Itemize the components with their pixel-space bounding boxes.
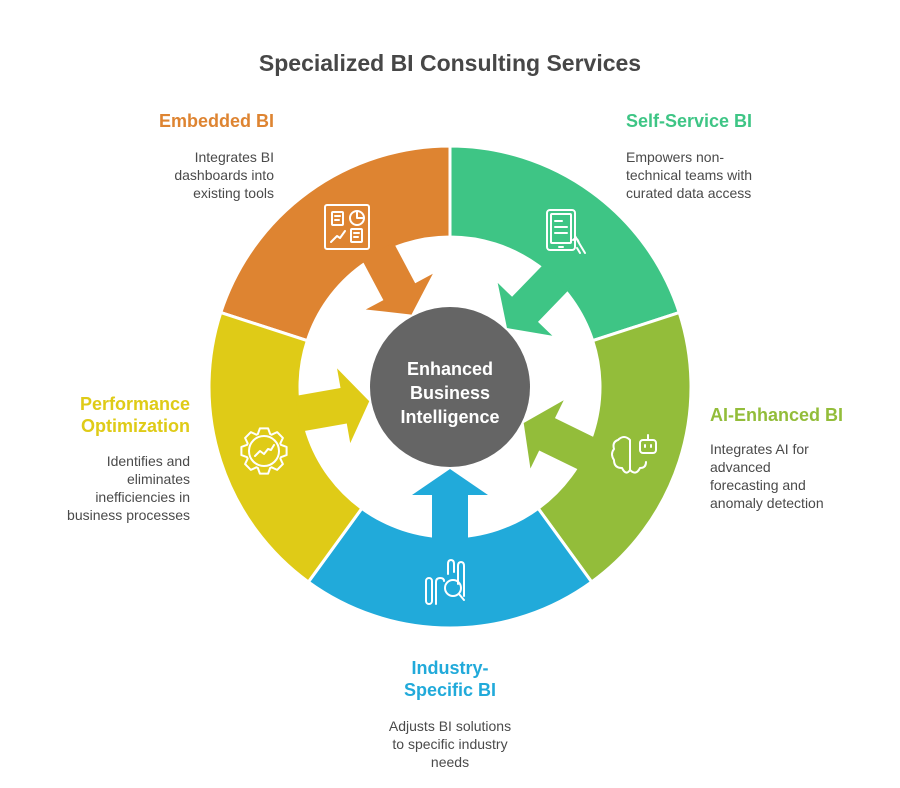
- desc-line: inefficiencies in: [95, 489, 190, 505]
- chart-magnifier-icon: [425, 559, 465, 605]
- desc-line: technical teams with: [626, 167, 753, 183]
- label-line: Optimization: [81, 416, 190, 436]
- gear-chart-icon: [240, 427, 288, 475]
- dashboard-icon: [324, 204, 370, 250]
- ring-segment: [218, 144, 452, 343]
- segment-label-ai-enhanced-bi: AI-Enhanced BI: [710, 405, 844, 425]
- tablet-hand-icon: [546, 209, 586, 254]
- desc-line: Adjusts BI solutions: [388, 718, 512, 734]
- segment-label-performance-optimization: Performance Optimization: [20, 393, 190, 437]
- segment-label-industry-specific-bi: Industry- Specific BI: [350, 657, 550, 701]
- desc-line: eliminates: [126, 471, 190, 487]
- ring-segment: [306, 506, 594, 630]
- arrow-performance-optimization: [295, 368, 370, 444]
- segment-label-embedded-bi: Embedded BI: [158, 111, 274, 131]
- center-line: Business: [409, 383, 491, 403]
- desc-line: business processes: [67, 507, 190, 523]
- label-line: Specific BI: [403, 680, 497, 700]
- desc-line: curated data access: [626, 185, 752, 201]
- diagram-title: Specialized BI Consulting Services: [258, 50, 642, 76]
- desc-line: Empowers non-: [626, 149, 725, 165]
- arrow-ai-enhanced-bi: [523, 400, 597, 471]
- desc-line: advanced: [710, 459, 771, 475]
- segment-industry-specific-bi: [306, 469, 594, 630]
- center-line: Enhanced: [406, 359, 494, 379]
- ai-brain-robot-icon: [611, 434, 657, 474]
- segment-embedded-bi: [218, 144, 452, 343]
- desc-line: Integrates BI: [194, 149, 274, 165]
- center-label: Enhanced Business Intelligence: [370, 357, 530, 429]
- desc-line: Integrates AI for: [710, 441, 809, 457]
- segment-desc-industry-specific-bi: Adjusts BI solutions to specific industr…: [350, 717, 550, 771]
- desc-line: Identifies and: [106, 453, 190, 469]
- arrow-embedded-bi: [361, 242, 433, 315]
- segment-desc-performance-optimization: Identifies and eliminates inefficiencies…: [20, 452, 190, 524]
- desc-line: dashboards into: [174, 167, 274, 183]
- center-hub: [370, 307, 530, 467]
- desc-line: existing tools: [193, 185, 274, 201]
- desc-line: forecasting and: [710, 477, 806, 493]
- label-line: Performance: [79, 394, 190, 414]
- segment-desc-ai-enhanced-bi: Integrates AI for advanced forecasting a…: [710, 440, 890, 512]
- arrow-self-service-bi: [497, 263, 570, 336]
- desc-line: anomaly detection: [710, 495, 824, 511]
- arrow-industry-specific-bi: [412, 469, 488, 541]
- center-line: Intelligence: [400, 407, 500, 427]
- desc-line: needs: [430, 754, 470, 770]
- segment-desc-self-service-bi: Empowers non- technical teams with curat…: [626, 148, 826, 202]
- segment-desc-embedded-bi: Integrates BI dashboards into existing t…: [100, 148, 274, 202]
- desc-line: to specific industry: [392, 736, 508, 752]
- label-line: Industry-: [411, 658, 489, 678]
- segment-label-self-service-bi: Self-Service BI: [626, 111, 753, 131]
